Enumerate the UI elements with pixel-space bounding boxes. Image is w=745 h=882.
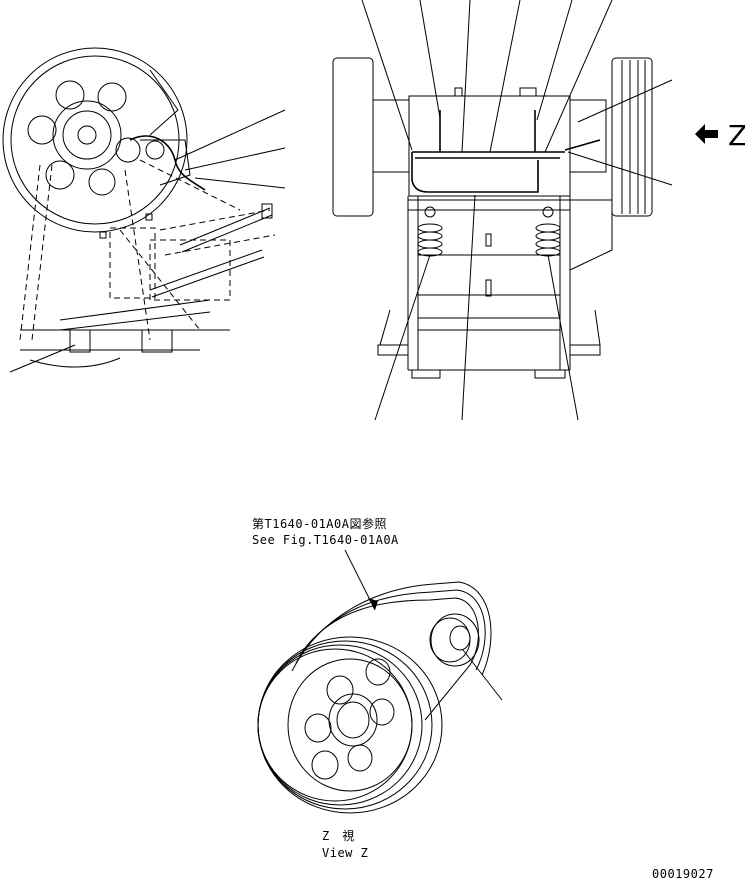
- pulley-hub-inner: [336, 701, 370, 739]
- leader-line: [577, 79, 673, 123]
- left-wheel: [332, 57, 374, 217]
- spoke-hole: [365, 658, 391, 686]
- leader-line: [194, 177, 286, 189]
- belt: [299, 597, 479, 721]
- hidden-line: [164, 234, 276, 256]
- hidden-line: [31, 164, 53, 341]
- leader-line: [9, 344, 76, 373]
- body: [408, 95, 571, 197]
- frame-legs: [407, 196, 571, 370]
- base-curve: [29, 357, 121, 368]
- view-arrow-icon: [695, 124, 718, 144]
- spoke-hole: [347, 744, 373, 772]
- lube-pipe-out: [564, 139, 601, 151]
- right-pulley: [611, 57, 653, 217]
- bolt: [149, 249, 265, 298]
- left-spring: [417, 206, 443, 257]
- leader-line: [361, 0, 413, 151]
- spoke-hole: [45, 160, 75, 190]
- belt: [291, 581, 492, 676]
- see-fig-en: See Fig.T1640-01A0A: [252, 533, 399, 547]
- frame-arm: [59, 299, 211, 331]
- view-z: [257, 549, 503, 814]
- lube-pipe-riser: [439, 110, 536, 152]
- flywheel-guard: [149, 69, 179, 136]
- hub-mid: [62, 110, 112, 160]
- marker: [99, 231, 107, 239]
- foot: [377, 344, 409, 356]
- frame-cross: [408, 199, 570, 211]
- marker: [485, 233, 492, 247]
- leader-line: [567, 151, 673, 186]
- spoke-hole: [115, 137, 141, 163]
- lube-pipe-main: [412, 151, 565, 159]
- spoke-hole: [97, 82, 127, 112]
- leader-line: [547, 254, 579, 421]
- leader-line: [461, 0, 471, 153]
- view-label-jp: Z 視: [322, 828, 355, 843]
- right-bearing: [569, 99, 607, 173]
- side-view: [2, 47, 286, 373]
- brace: [379, 309, 601, 346]
- leader-line: [184, 147, 286, 171]
- hidden-line: [124, 169, 151, 341]
- hidden-line: [19, 164, 41, 341]
- view-marker: Z: [728, 119, 745, 152]
- spoke-hole: [55, 80, 85, 110]
- leader-line: [374, 254, 431, 421]
- leader-line: [536, 0, 573, 121]
- spoke-hole: [326, 675, 354, 705]
- pipe-fitting: [145, 140, 165, 160]
- leader-line: [489, 0, 521, 153]
- base-line: [20, 329, 230, 351]
- body-lug: [454, 87, 463, 96]
- frame-cross: [418, 254, 560, 331]
- right-spring: [535, 206, 561, 257]
- lube-pipe-loop: [411, 152, 539, 193]
- pulley-face: [287, 658, 413, 792]
- hidden-block: [149, 239, 231, 301]
- small-pulley: [430, 613, 480, 667]
- spoke-hole: [369, 698, 395, 726]
- flywheel-outer: [2, 47, 188, 233]
- arrow-head-icon: [368, 598, 378, 610]
- bolt-nut: [261, 203, 273, 219]
- spoke-hole: [311, 750, 339, 780]
- foot: [141, 329, 173, 353]
- left-bearing: [372, 99, 410, 173]
- leader-line: [462, 649, 503, 701]
- bolt: [179, 207, 273, 253]
- see-fig-jp: 第T1640-01A0A図参照: [252, 516, 387, 531]
- bracket: [140, 139, 191, 186]
- hidden-line: [139, 159, 241, 211]
- spoke-hole: [304, 713, 332, 743]
- side-plate: [569, 199, 613, 271]
- belt: [295, 589, 486, 671]
- hub-center: [77, 125, 97, 145]
- body-lug: [519, 87, 537, 97]
- hub-outer: [52, 100, 122, 170]
- drawing-number: 00019027: [652, 867, 714, 881]
- spoke-hole: [88, 168, 116, 196]
- marker: [485, 279, 492, 297]
- leader-line: [461, 194, 476, 421]
- foot: [69, 329, 91, 353]
- leader-line: [419, 0, 441, 119]
- hidden-block: [109, 227, 156, 299]
- leader-line: [174, 109, 286, 161]
- spoke-hole: [27, 115, 57, 145]
- small-pulley-hub: [449, 625, 471, 651]
- marker: [145, 213, 153, 221]
- pulley-grooves: [621, 60, 646, 214]
- leader-line: [544, 0, 613, 153]
- view-label-en: View Z: [322, 846, 368, 860]
- hidden-line: [159, 209, 271, 231]
- base: [408, 369, 570, 379]
- foot: [569, 344, 601, 356]
- front-view: Z: [332, 0, 745, 421]
- hidden-line: [119, 229, 201, 331]
- large-pulley: [257, 648, 413, 802]
